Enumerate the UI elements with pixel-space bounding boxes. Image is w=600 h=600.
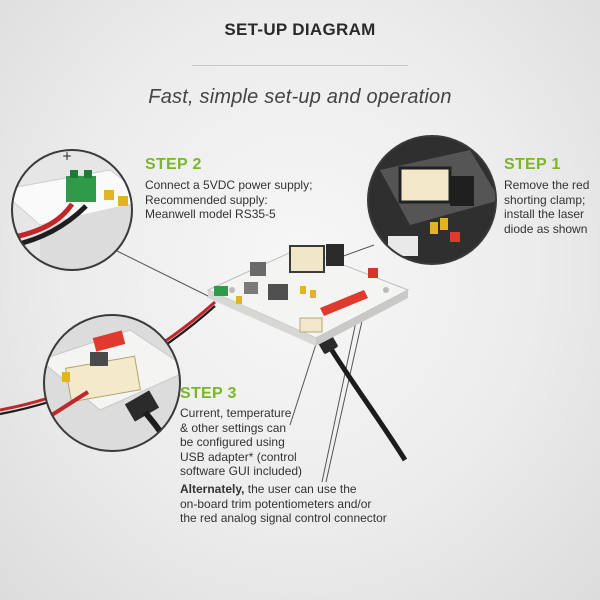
pointer-line-step2 <box>114 249 213 299</box>
step3-description: Current, temperature & other settings ca… <box>180 406 302 479</box>
step3-line: Current, temperature <box>180 406 292 420</box>
control-board-icon <box>206 244 410 346</box>
power-terminal-icon: + <box>11 149 133 271</box>
usb-cable <box>325 342 408 462</box>
usb-adapter-icon <box>43 314 181 452</box>
diagram-subtitle: Fast, simple set-up and operation <box>148 86 452 108</box>
step1-line: Remove the red <box>504 178 590 192</box>
step3-line: software GUI included) <box>180 464 303 478</box>
step2-line: Meanwell model RS35-5 <box>145 207 276 221</box>
alternate-note-rest: the user can use the <box>244 482 357 496</box>
step3-line: be configured using <box>180 435 285 449</box>
svg-text:+: + <box>62 149 72 163</box>
step2-description: Connect a 5VDC power supply; Recommended… <box>145 178 312 222</box>
title-divider <box>192 65 408 66</box>
step3-title: STEP 3 <box>180 385 237 402</box>
alternate-note: Alternately, the user can use the on-boa… <box>180 482 387 526</box>
step1-line: shorting clamp; <box>504 192 586 207</box>
step1-title: STEP 1 <box>504 156 561 173</box>
pointer-line-alt-a <box>321 311 359 483</box>
alternate-note-line-1: Alternately, the user can use the <box>180 482 387 497</box>
step2-line: Recommended supply: <box>145 192 268 207</box>
diagram-title: SET-UP DIAGRAM <box>224 20 376 39</box>
pointer-line-alt-b <box>325 311 365 483</box>
step3-line: & other settings can <box>180 420 287 435</box>
step2-line: Connect a 5VDC power supply; <box>145 178 313 192</box>
step1-line: install the laser <box>504 207 585 221</box>
pointer-line-step3 <box>289 337 319 426</box>
alternate-note-line: the red analog signal control connector <box>180 511 387 525</box>
alternate-note-line: on-board trim potentiometers and/or <box>180 496 372 511</box>
step1-line: diode as shown <box>504 221 588 236</box>
step2-title: STEP 2 <box>145 156 202 173</box>
step1-description: Remove the red shorting clamp; install t… <box>504 178 589 236</box>
step3-line: USB adapter* (control <box>180 449 297 464</box>
laser-diode-icon <box>367 135 497 265</box>
alternate-note-bold: Alternately, <box>180 482 245 496</box>
